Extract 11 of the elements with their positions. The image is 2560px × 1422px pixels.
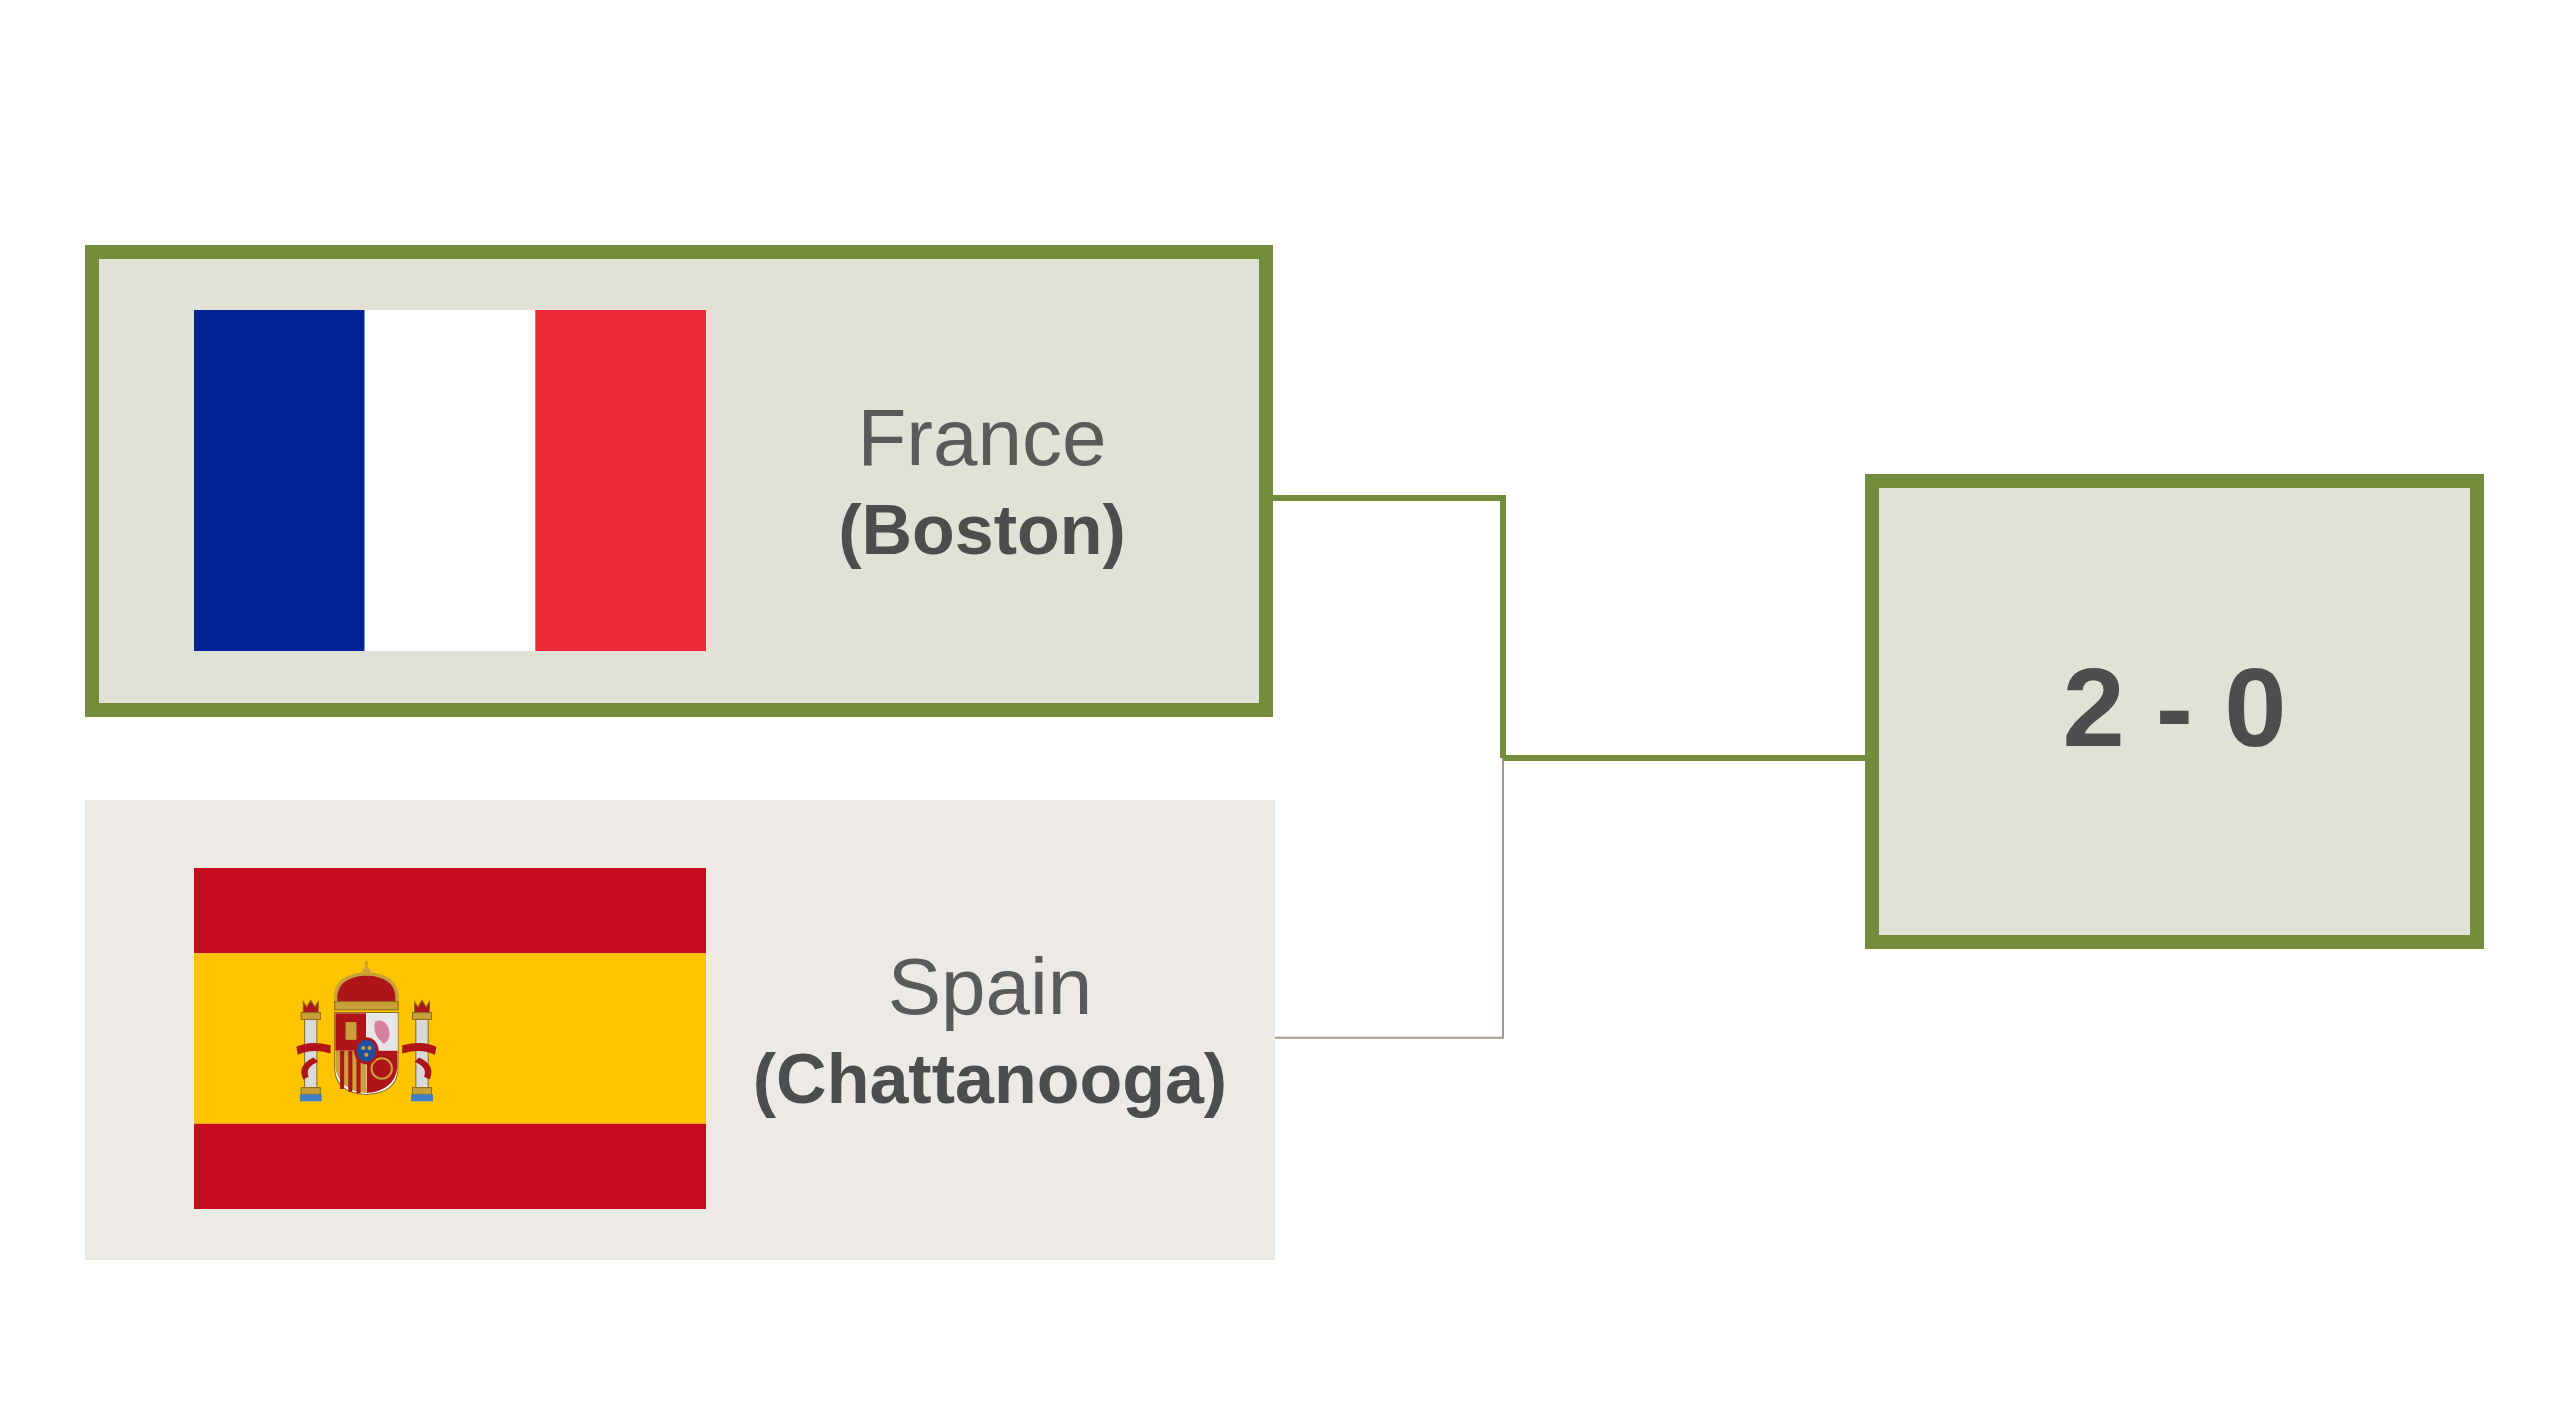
match-score: 2 - 0 xyxy=(2062,645,2287,770)
connector-line xyxy=(1503,755,1865,762)
team-name: France xyxy=(857,391,1107,484)
team-card xyxy=(85,800,1275,1260)
team-card xyxy=(85,245,1273,717)
city-name: (Chattanooga) xyxy=(752,1038,1228,1120)
connector-line xyxy=(1274,757,1504,1039)
score-card xyxy=(1865,474,2484,949)
team-name: Spain xyxy=(887,940,1093,1033)
city-name: (Boston) xyxy=(838,489,1126,571)
connector-line xyxy=(1273,495,1506,759)
